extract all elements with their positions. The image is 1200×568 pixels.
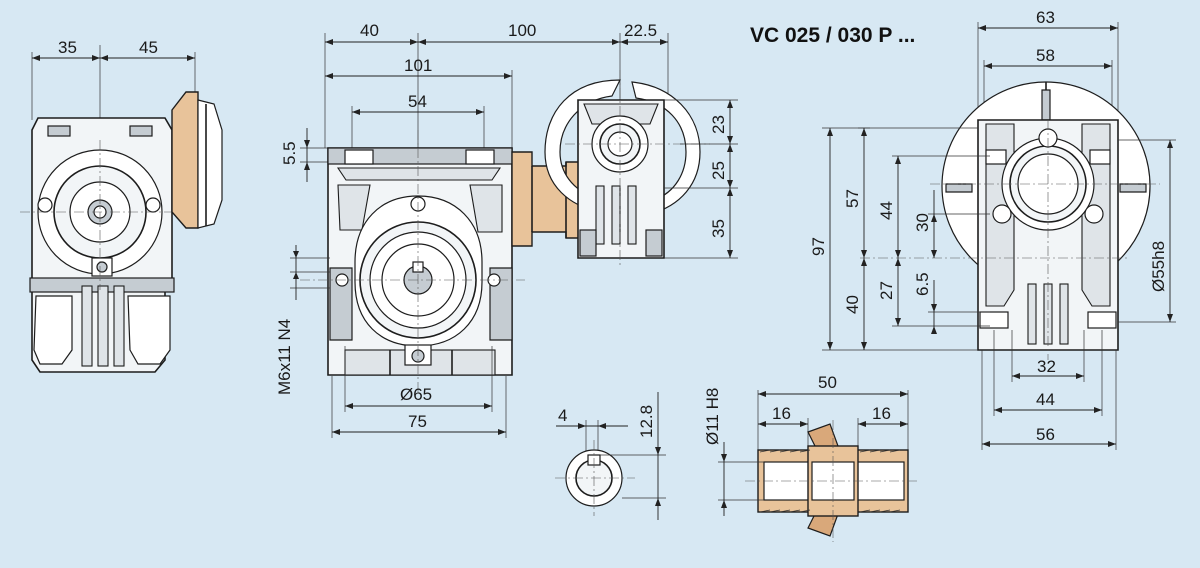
side-view-left: 35 45 <box>20 38 223 373</box>
dim-30: 30 <box>913 213 932 232</box>
keyway-detail: 4 12.8 <box>555 392 666 520</box>
dim-35-right: 35 <box>709 219 728 238</box>
dim-50: 50 <box>818 373 837 392</box>
dim-35: 35 <box>58 38 77 57</box>
dim-100: 100 <box>508 21 536 40</box>
dim-d55-h8: Ø55h8 <box>1149 241 1168 292</box>
dim-23: 23 <box>709 115 728 134</box>
dim-32: 32 <box>1037 357 1056 376</box>
front-view: 40 100 22.5 101 54 5.5 <box>275 21 738 438</box>
dim-6-5: 6.5 <box>913 272 932 296</box>
dim-56: 56 <box>1036 425 1055 444</box>
dim-44-horiz: 44 <box>1036 390 1055 409</box>
dim-25: 25 <box>709 161 728 180</box>
hollow-shaft-section: 50 16 16 Ø11 H8 <box>703 373 920 542</box>
dim-4: 4 <box>558 406 567 425</box>
dim-45: 45 <box>139 38 158 57</box>
dim-27: 27 <box>877 281 896 300</box>
dim-22-5: 22.5 <box>624 21 657 40</box>
flange-view-right: 63 58 97 <box>809 8 1176 450</box>
dim-16-right: 16 <box>872 404 891 423</box>
dim-75: 75 <box>408 412 427 431</box>
dim-63: 63 <box>1036 8 1055 27</box>
dim-d65: Ø65 <box>400 385 432 404</box>
dim-101: 101 <box>404 56 432 75</box>
dim-58: 58 <box>1036 46 1055 65</box>
dim-m6x11: M6x11 N4 <box>275 319 294 395</box>
dim-40-vert: 40 <box>843 295 862 314</box>
drawing-title: VC 025 / 030 P ... <box>750 24 915 47</box>
dim-d11-h8: Ø11 H8 <box>703 388 722 445</box>
dim-5-5: 5.5 <box>280 141 299 165</box>
dim-12-8: 12.8 <box>637 405 656 438</box>
dim-16-left: 16 <box>772 404 791 423</box>
dim-54: 54 <box>408 92 427 111</box>
dim-57: 57 <box>843 189 862 208</box>
dim-44-vert: 44 <box>877 201 896 220</box>
dim-97: 97 <box>809 237 828 256</box>
dim-40: 40 <box>360 21 379 40</box>
